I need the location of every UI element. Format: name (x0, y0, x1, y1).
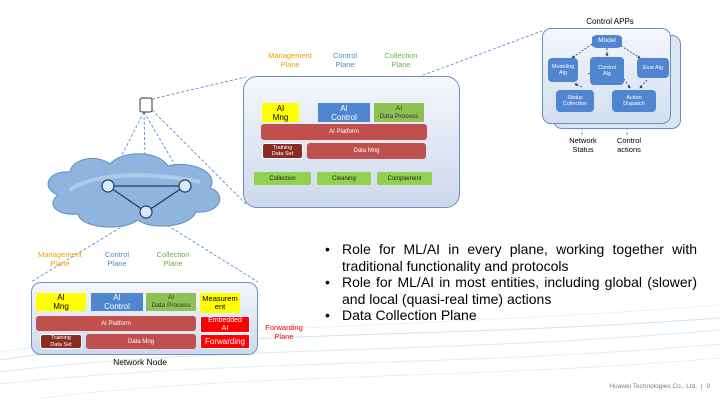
top-ai-data-process-box: AI Data Process (374, 103, 424, 122)
model-cylinder: Model (592, 35, 622, 48)
bullet-dot: • (325, 274, 330, 290)
top-control-plane-label: Control Plane (332, 51, 358, 69)
controller-node-icon (139, 97, 153, 113)
bottom-collection-plane-label: Collection Plane (156, 250, 190, 268)
footer-page-number: 9 (706, 383, 710, 390)
measurement-box: Measurem ent (200, 293, 240, 313)
cloud-node-left (101, 179, 115, 193)
top-ai-mng-box: AI Mng (262, 103, 299, 122)
top-data-mng-bar: Data Mng (307, 143, 426, 159)
bullet-item: •Role for ML/AI in most entities, includ… (325, 274, 697, 307)
cloud-node-bottom (139, 205, 153, 219)
bottom-management-plane-label: Management Plane (38, 250, 82, 268)
top-node-panel (243, 76, 460, 208)
cloud-node-right (178, 179, 192, 193)
top-cleaning-box: Cleaning (317, 172, 371, 185)
top-collection-plane-label: Collection Plane (384, 51, 418, 69)
top-ai-platform-bar: AI Platform (261, 124, 427, 140)
forwarding-plane-label: Forwarding Plane (265, 323, 303, 341)
action-dispatch-box: Action Dispatch (612, 90, 656, 112)
top-complement-box: Complement (377, 172, 432, 185)
bottom-control-plane-label: Control Plane (104, 250, 130, 268)
bottom-ai-data-process-box: AI Data Process (146, 293, 196, 311)
footer-company: Huawei Technologies Co., Ltd. (609, 383, 698, 390)
bottom-ai-control-box: AI Control (91, 293, 143, 311)
bullet-list: •Role for ML/AI in every plane, working … (325, 241, 697, 324)
bullet-item: •Data Collection Plane (325, 307, 477, 323)
bottom-training-data-set-box: Training Data Set (40, 334, 82, 349)
modeling-alg-box: Modeling Alg (548, 58, 578, 82)
control-apps-title: Control APPs (586, 17, 634, 26)
network-cloud (47, 153, 221, 228)
top-training-data-set-box: Training Data Set (262, 143, 303, 159)
network-node-caption: Network Node (113, 357, 167, 367)
bullet-dot: • (325, 307, 330, 323)
bullet-dot: • (325, 241, 330, 257)
bottom-data-mng-bar: Data Mng (86, 334, 196, 349)
control-actions-label: Control actions (616, 136, 642, 154)
footer: Huawei Technologies Co., Ltd. | 9 (560, 383, 710, 390)
top-management-plane-label: Management Plane (268, 51, 312, 69)
top-collection-box: Collection (254, 172, 311, 185)
bullet-item: •Role for ML/AI in every plane, working … (325, 241, 697, 274)
status-collection-box: Status Collection (556, 90, 594, 112)
forwarding-box: Forwarding (200, 334, 250, 349)
eval-alg-box: Eval Alg (637, 58, 669, 78)
footer-separator: | (700, 383, 703, 390)
embedded-ai-box: Embedded AI (200, 316, 250, 333)
top-ai-control-box: AI Control (318, 103, 370, 122)
bottom-ai-mng-box: AI Mng (36, 293, 86, 311)
network-status-label: Network Status (569, 136, 597, 154)
control-alg-box: Control Alg (590, 57, 624, 85)
bottom-ai-platform-bar: AI Platform (36, 316, 196, 331)
